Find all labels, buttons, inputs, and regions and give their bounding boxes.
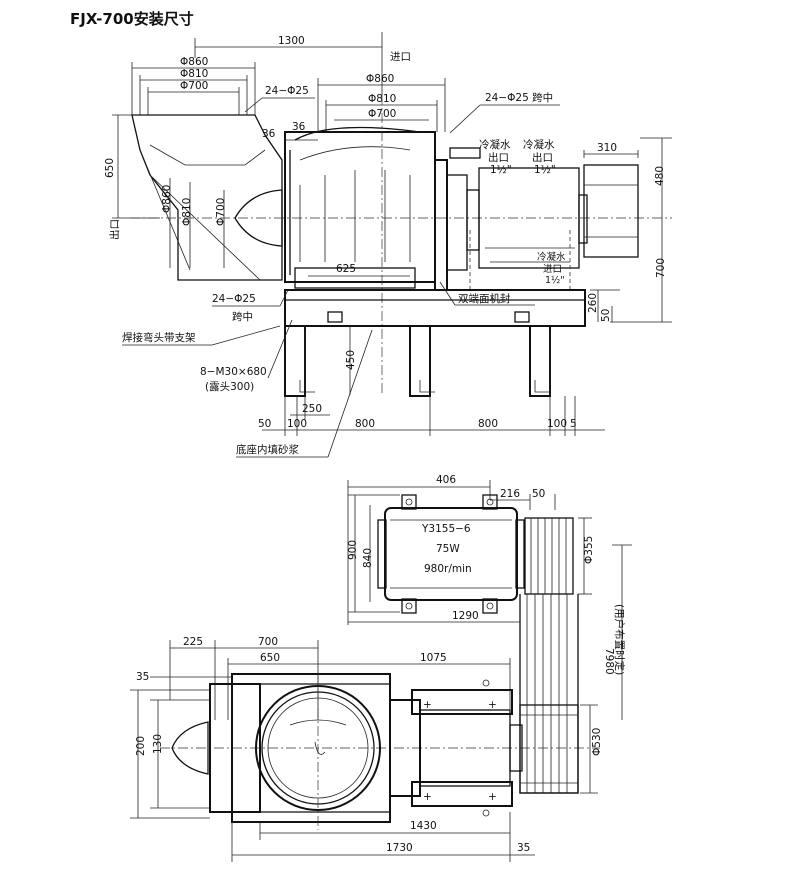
label-cooling-in: 冷凝水: [537, 251, 566, 263]
dim-100-left: 100: [287, 418, 307, 430]
dim-130: 130: [152, 734, 164, 754]
dim-phi355: Φ355: [583, 536, 595, 564]
elevation-view: 1300 进口 Φ860 Φ810 Φ700 24−Φ25 Φ860: [104, 32, 672, 458]
dim-1730: 1730: [386, 842, 413, 854]
dim-36-right: 36: [292, 121, 306, 133]
plus-mark-2: +: [488, 699, 497, 711]
label-bolts-top-right: 24−Φ25 跨中: [485, 91, 553, 104]
dim-1300: 1300: [278, 35, 305, 47]
label-outlet: 出口: [108, 219, 121, 240]
dim-216: 216: [500, 488, 520, 500]
dim-36-left: 36: [262, 128, 276, 140]
dim-phi860-left: Φ860: [180, 56, 208, 68]
label-cooling-in-b: 进口: [543, 264, 562, 275]
dim-7980: 7980: [603, 648, 615, 675]
label-cooling-out-2: 冷凝水: [523, 138, 555, 151]
dim-406: 406: [436, 474, 456, 486]
label-bolts-bottom: 24−Φ25: [212, 293, 256, 305]
dim-250: 250: [302, 403, 322, 415]
dim-450: 450: [345, 350, 357, 370]
dim-1430: 1430: [410, 820, 437, 832]
dim-phi810-left: Φ810: [180, 68, 208, 80]
dim-50-plan: 50: [532, 488, 545, 500]
plus-mark-1: +: [423, 699, 432, 711]
dim-phi860-side: Φ860: [161, 185, 173, 213]
dim-35-bottom: 35: [517, 842, 530, 854]
dim-1290: 1290: [452, 610, 479, 622]
motor-speed: 980r/min: [424, 563, 472, 575]
label-welded-elbow: 焊接弯头带支架: [122, 331, 196, 344]
label-cooling-out-1b: 出口: [488, 151, 509, 164]
dim-phi860-inlet: Φ860: [366, 73, 394, 85]
dim-50-bottom: 50: [258, 418, 271, 430]
plan-view: 406 216 50 900 840: [130, 474, 632, 862]
dim-200: 200: [135, 736, 147, 756]
plus-mark-4: +: [488, 791, 497, 803]
label-seal: 双端面机封: [458, 292, 511, 305]
dim-650: 650: [104, 158, 116, 178]
dim-480: 480: [654, 166, 666, 186]
dim-700-right: 700: [655, 258, 667, 278]
motor-model: Y3155−6: [421, 523, 471, 535]
label-cooling-in-c: 1½": [545, 275, 565, 286]
dim-phi530: Φ530: [591, 728, 603, 756]
label-span-mid: 跨中: [232, 310, 253, 323]
dim-650-plan: 650: [260, 652, 280, 664]
motor-power: 75W: [436, 543, 460, 555]
dim-phi810-side: Φ810: [181, 198, 193, 226]
dim-840: 840: [362, 548, 374, 568]
dim-800-left: 800: [355, 418, 375, 430]
label-cooling-out-1c: 1½": [490, 164, 512, 176]
dim-100-right: 100: [547, 418, 567, 430]
dim-260: 260: [587, 293, 599, 313]
dim-5: 5: [570, 418, 577, 430]
dim-225: 225: [183, 636, 203, 648]
label-cooling-out-1: 冷凝水: [479, 138, 511, 151]
label-cooling-out-2c: 1½": [534, 164, 556, 176]
label-user-layout: (用户布置时定): [613, 604, 626, 675]
label-inlet: 进口: [390, 51, 411, 63]
dim-phi700-side: Φ700: [215, 198, 227, 226]
label-cooling-out-2b: 出口: [532, 151, 553, 164]
label-base-fill: 底座内填砂浆: [236, 443, 299, 456]
dim-35-top: 35: [136, 671, 149, 683]
label-anchor-bolts: 8−M30×680: [200, 366, 267, 378]
label-bolts-top-left: 24−Φ25: [265, 85, 309, 97]
dim-1075: 1075: [420, 652, 447, 664]
dim-50-right: 50: [600, 309, 612, 322]
label-anchor-bolts-b: (露头300): [205, 381, 254, 393]
dim-700-plan: 700: [258, 636, 278, 648]
dim-900: 900: [347, 540, 359, 560]
dim-625: 625: [336, 263, 356, 275]
page-title: FJX-700安装尺寸: [70, 10, 194, 28]
dim-310: 310: [597, 142, 617, 154]
plus-mark-3: +: [423, 791, 432, 803]
dim-phi700-left: Φ700: [180, 80, 208, 92]
dim-800-right: 800: [478, 418, 498, 430]
